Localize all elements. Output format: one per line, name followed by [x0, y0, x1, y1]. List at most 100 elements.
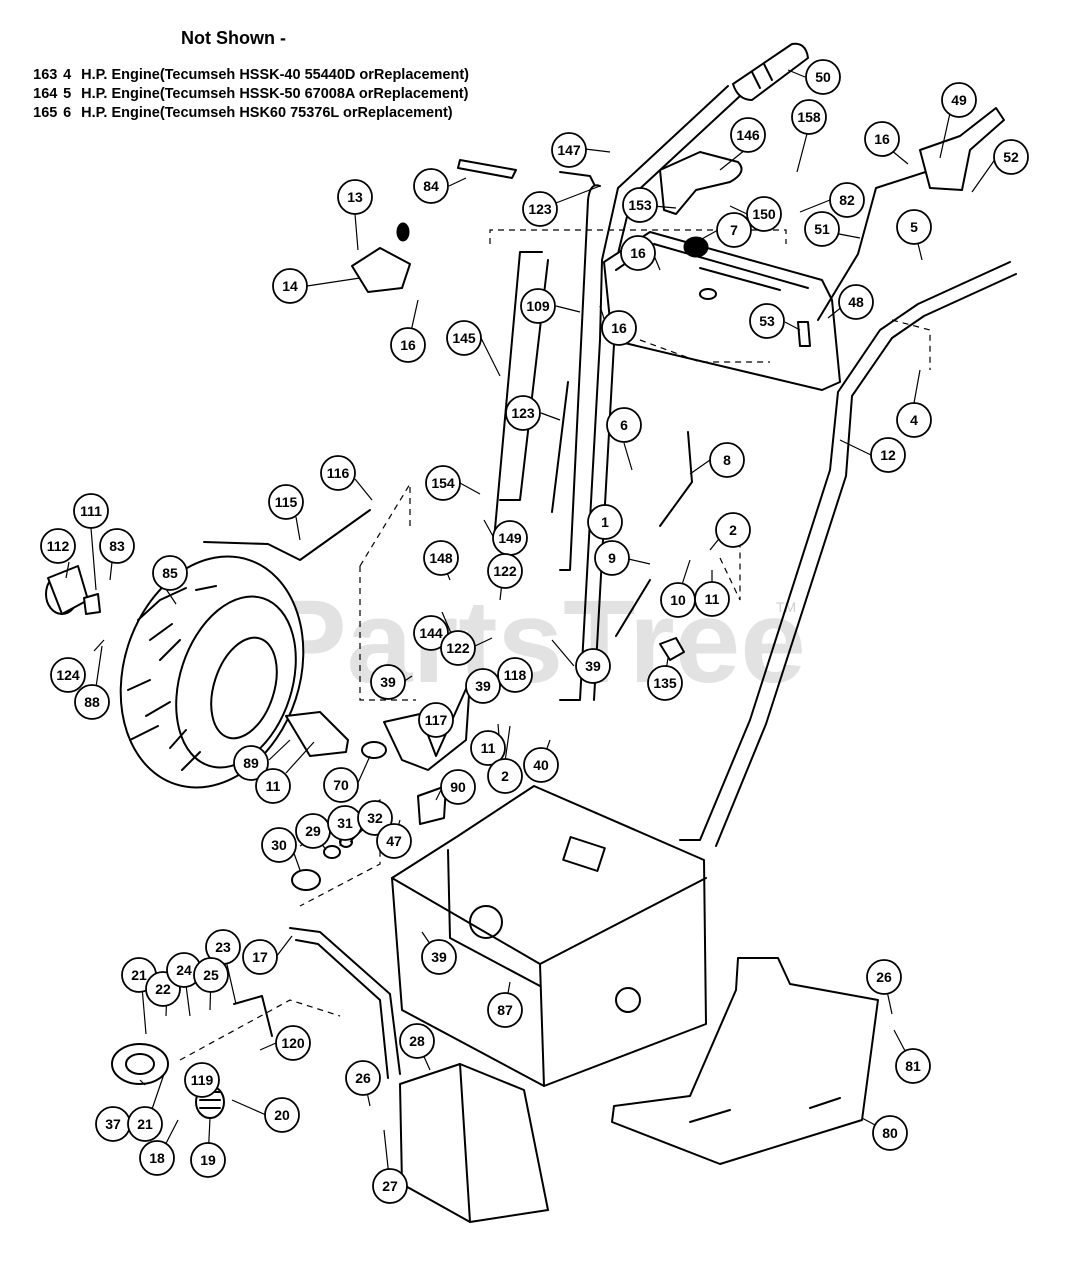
callout-39: 39: [575, 648, 611, 684]
svg-text:123: 123: [528, 201, 552, 217]
callout-16: 16: [620, 235, 656, 271]
svg-text:25: 25: [203, 967, 219, 983]
svg-text:12: 12: [880, 447, 896, 463]
svg-text:39: 39: [475, 678, 491, 694]
svg-text:53: 53: [759, 313, 775, 329]
svg-text:39: 39: [431, 949, 447, 965]
callout-81: 81: [895, 1048, 931, 1084]
callout-11: 11: [255, 768, 291, 804]
callout-23: 23: [205, 929, 241, 965]
svg-text:47: 47: [386, 833, 402, 849]
callout-27: 27: [372, 1168, 408, 1204]
callout-117: 117: [418, 702, 454, 738]
callout-39: 39: [421, 939, 457, 975]
svg-text:21: 21: [131, 967, 147, 983]
svg-text:37: 37: [105, 1116, 121, 1132]
callout-32: 32: [357, 800, 393, 836]
svg-text:87: 87: [497, 1002, 513, 1018]
svg-text:14: 14: [282, 278, 298, 294]
svg-text:20: 20: [274, 1107, 290, 1123]
svg-text:9: 9: [608, 550, 616, 566]
handle-assembly: [203, 42, 1017, 847]
callout-17: 17: [242, 939, 278, 975]
svg-text:135: 135: [653, 675, 677, 691]
callout-147: 147: [551, 132, 587, 168]
svg-text:112: 112: [47, 538, 70, 554]
svg-text:26: 26: [876, 969, 892, 985]
callout-50: 50: [805, 59, 841, 95]
callout-120: 120: [275, 1025, 311, 1061]
callout-2: 2: [487, 758, 523, 794]
svg-text:154: 154: [431, 475, 455, 491]
svg-text:2: 2: [501, 768, 509, 784]
callout-28: 28: [399, 1023, 435, 1059]
svg-text:16: 16: [874, 131, 890, 147]
svg-text:70: 70: [333, 777, 349, 793]
callout-16: 16: [864, 121, 900, 157]
callout-123: 123: [522, 191, 558, 227]
callout-26: 26: [866, 959, 902, 995]
svg-text:1: 1: [601, 514, 609, 530]
callout-8: 8: [709, 442, 745, 478]
svg-text:8: 8: [723, 452, 731, 468]
svg-text:6: 6: [620, 417, 628, 433]
callout-11: 11: [694, 581, 730, 617]
callout-16: 16: [390, 327, 426, 363]
svg-text:4: 4: [910, 412, 918, 428]
part-number: 163: [33, 67, 58, 83]
svg-text:27: 27: [382, 1178, 398, 1194]
svg-text:22: 22: [155, 981, 171, 997]
callout-5: 5: [896, 209, 932, 245]
callouts: 50 49 16 52 158 146 147 84 82 153 150 12…: [40, 59, 1029, 1204]
callout-124: 124: [50, 657, 86, 693]
svg-text:7: 7: [730, 222, 738, 238]
svg-text:146: 146: [736, 127, 760, 143]
callout-40: 40: [523, 747, 559, 783]
callout-135: 135: [647, 665, 683, 701]
svg-text:2: 2: [729, 522, 737, 538]
callout-53: 53: [749, 303, 785, 339]
callout-39: 39: [465, 668, 501, 704]
callout-89: 89: [233, 745, 269, 781]
callout-144: 144: [413, 615, 449, 651]
engine-hp: 4: [63, 67, 72, 83]
svg-text:40: 40: [533, 757, 549, 773]
part-number: 165: [33, 105, 58, 121]
callout-119: 119: [184, 1062, 220, 1098]
svg-text:5: 5: [910, 219, 918, 235]
part-number: 164: [33, 86, 58, 102]
svg-text:52: 52: [1003, 149, 1019, 165]
callout-20: 20: [264, 1097, 300, 1133]
callout-118: 118: [497, 657, 533, 693]
callout-12: 12: [870, 437, 906, 473]
callout-16: 16: [601, 310, 637, 346]
svg-text:48: 48: [848, 294, 864, 310]
callout-70: 70: [323, 767, 359, 803]
callout-115: 115: [268, 484, 304, 520]
svg-text:51: 51: [814, 221, 830, 237]
svg-text:31: 31: [337, 815, 353, 831]
svg-text:16: 16: [400, 337, 416, 353]
svg-text:119: 119: [191, 1072, 214, 1088]
svg-text:26: 26: [355, 1070, 371, 1086]
svg-text:28: 28: [409, 1033, 425, 1049]
svg-text:17: 17: [252, 949, 268, 965]
callout-10: 10: [660, 582, 696, 618]
callout-21: 21: [127, 1106, 163, 1142]
callout-29: 29: [295, 813, 331, 849]
svg-text:115: 115: [275, 494, 298, 510]
callout-154: 154: [425, 465, 461, 501]
callout-122: 122: [487, 553, 523, 589]
svg-text:117: 117: [425, 712, 448, 728]
callout-158: 158: [791, 99, 827, 135]
callout-122: 122: [440, 630, 476, 666]
callout-2: 2: [715, 512, 751, 548]
svg-text:90: 90: [450, 779, 466, 795]
svg-text:16: 16: [630, 245, 646, 261]
callout-52: 52: [993, 139, 1029, 175]
svg-text:11: 11: [481, 740, 496, 756]
callout-85: 85: [152, 555, 188, 591]
svg-text:145: 145: [452, 330, 476, 346]
